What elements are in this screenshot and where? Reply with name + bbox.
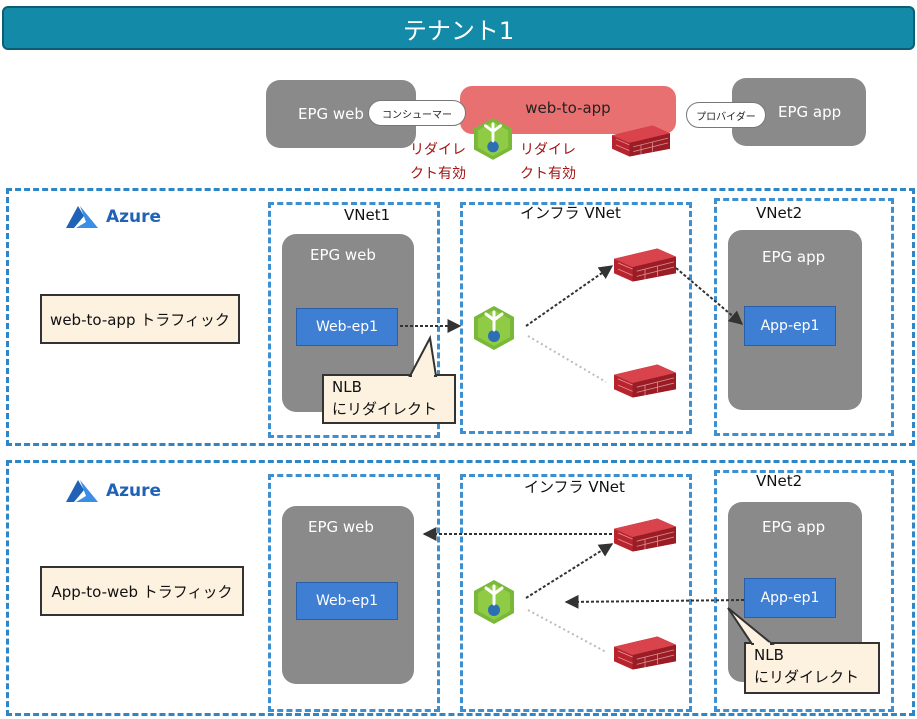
arrow-nlb-to-firewall-1 bbox=[525, 265, 614, 327]
infra-vnet-label-2: インフラ VNet bbox=[524, 478, 625, 496]
azure-label-1: Azure bbox=[106, 207, 162, 227]
azure-icon bbox=[66, 206, 98, 228]
firewall-icon-2a bbox=[614, 518, 676, 552]
redirect-right-line2: クト有効 bbox=[520, 166, 576, 182]
redirect-right-line1: リダイレ bbox=[520, 142, 576, 158]
vnet1-box-2 bbox=[268, 474, 440, 712]
arrow-app-to-nlb bbox=[564, 594, 745, 609]
vnet2-epg-app-label-1: EPG app bbox=[762, 248, 826, 266]
azure-logo-1: Azure bbox=[64, 204, 161, 230]
redirect-label-right: リダイレ クト有効 bbox=[520, 138, 576, 186]
panel-app-to-web bbox=[6, 460, 915, 716]
nlb-callout-1-line2: にリダイレクト bbox=[332, 400, 438, 418]
nlb-icon-2 bbox=[474, 580, 514, 624]
vnet2-epg-app-label-2: EPG app bbox=[762, 518, 826, 536]
vnet1-box bbox=[268, 202, 440, 438]
nlb-callout-2: NLB にリダイレクト bbox=[744, 642, 880, 694]
vnet2-box-1 bbox=[714, 198, 894, 436]
nlb-callout-2-line2: にリダイレクト bbox=[754, 668, 860, 686]
firewall-icon-1b bbox=[614, 364, 676, 398]
callout-pointer-2 bbox=[727, 607, 775, 645]
nlb-callout-2-line1: NLB bbox=[754, 646, 784, 664]
arrow-firewall-to-app bbox=[675, 267, 744, 325]
app-ep1-label-2: App-ep1 bbox=[760, 590, 820, 606]
web-ep1-label-2: Web-ep1 bbox=[316, 593, 378, 609]
azure-icon bbox=[66, 480, 98, 502]
app-ep1-label-1: App-ep1 bbox=[760, 318, 820, 334]
app-ep1-node-2: App-ep1 bbox=[744, 578, 836, 618]
traffic-text-2: App-to-web トラフィック bbox=[51, 582, 233, 601]
provider-pill: プロバイダー bbox=[686, 102, 766, 128]
consumer-pill: コンシューマー bbox=[368, 100, 466, 126]
vnet2-box-2 bbox=[714, 470, 894, 712]
nlb-callout-1-line1: NLB bbox=[332, 378, 362, 396]
azure-label-2: Azure bbox=[106, 481, 162, 501]
vnet2-label-2: VNet2 bbox=[756, 472, 803, 490]
app-ep1-node-1: App-ep1 bbox=[744, 306, 836, 346]
nlb-icon-contract bbox=[474, 118, 512, 160]
traffic-text-1: web-to-app トラフィック bbox=[50, 310, 230, 329]
tenant-title: テナント1 bbox=[402, 16, 515, 45]
vnet1-epg-web-label-2: EPG web bbox=[308, 518, 374, 536]
standby-path-1 bbox=[527, 335, 607, 383]
infra-vnet-box-2 bbox=[460, 474, 692, 712]
firewall-icon-2b bbox=[614, 636, 676, 670]
infra-vnet-label-1: インフラ VNet bbox=[520, 204, 621, 222]
standby-path-2 bbox=[527, 609, 607, 653]
contract-epg-web-label: EPG web bbox=[298, 105, 364, 123]
panel-web-to-app bbox=[6, 188, 915, 446]
consumer-label: コンシューマー bbox=[382, 109, 452, 121]
web-ep1-node-1: Web-ep1 bbox=[296, 308, 398, 346]
vnet1-epg-web-label: EPG web bbox=[310, 246, 376, 264]
firewall-icon-contract bbox=[612, 125, 670, 157]
vnet1-label: VNet1 bbox=[344, 206, 391, 224]
contract-epg-app-label: EPG app bbox=[778, 103, 842, 121]
contract-name: web-to-app bbox=[525, 99, 611, 117]
vnet2-label-1: VNet2 bbox=[756, 204, 803, 222]
provider-label: プロバイダー bbox=[696, 111, 756, 123]
arrow-nlb-to-firewall-2 bbox=[525, 543, 614, 599]
traffic-label-1: web-to-app トラフィック bbox=[40, 294, 240, 344]
tenant-title-bar: テナント1 bbox=[2, 6, 915, 50]
web-ep1-label-1: Web-ep1 bbox=[316, 319, 378, 335]
traffic-label-2: App-to-web トラフィック bbox=[40, 566, 244, 616]
redirect-left-line2: クト有効 bbox=[410, 166, 466, 182]
infra-vnet-box-1 bbox=[460, 202, 692, 434]
redirect-label-left: リダイレ クト有効 bbox=[410, 138, 466, 186]
azure-logo-2: Azure bbox=[64, 478, 161, 504]
nlb-icon-1 bbox=[474, 306, 514, 350]
nlb-callout-1: NLB にリダイレクト bbox=[322, 374, 456, 424]
web-ep1-node-2: Web-ep1 bbox=[296, 582, 398, 620]
redirect-left-line1: リダイレ bbox=[410, 142, 466, 158]
firewall-icon-1a bbox=[614, 248, 676, 282]
callout-pointer-1 bbox=[408, 334, 438, 377]
